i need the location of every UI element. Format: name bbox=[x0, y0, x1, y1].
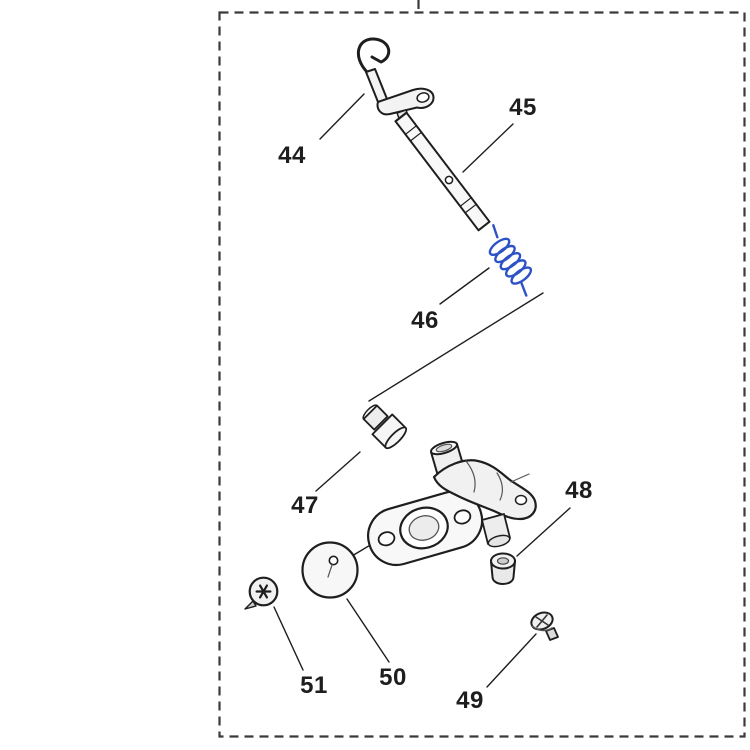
bolt-hole-right bbox=[453, 509, 472, 525]
screw-tip bbox=[244, 600, 257, 610]
leader-line-49 bbox=[486, 633, 537, 688]
border-rect bbox=[218, 11, 746, 738]
part-44-lever bbox=[356, 37, 435, 127]
part-label-47: 47 bbox=[291, 492, 319, 519]
lever-hook bbox=[356, 37, 391, 74]
part-49-screw bbox=[530, 611, 559, 641]
part-label-49: 49 bbox=[456, 687, 484, 714]
main-body-housing bbox=[367, 440, 537, 567]
dashed-border bbox=[218, 0, 746, 738]
part-51-torx-screw bbox=[244, 576, 279, 610]
part-label-45: 45 bbox=[509, 94, 537, 121]
part-48-cup-bushing bbox=[490, 552, 516, 585]
part-label-51: 51 bbox=[300, 672, 328, 699]
housing-block bbox=[432, 459, 537, 521]
leader-line-48 bbox=[516, 507, 571, 557]
leader-line-50 bbox=[346, 598, 390, 663]
phillips-slot bbox=[535, 614, 549, 628]
part-50-disc bbox=[301, 541, 359, 599]
part-label-48: 48 bbox=[565, 477, 593, 504]
disc-hole bbox=[328, 555, 339, 566]
housing-hole bbox=[514, 494, 528, 506]
leader-line-47 bbox=[315, 451, 361, 492]
leader-lines bbox=[273, 93, 571, 688]
bolt-hole-left bbox=[377, 531, 396, 547]
part-label-50: 50 bbox=[379, 664, 407, 691]
part-label-44: 44 bbox=[278, 142, 306, 169]
leader-line-51 bbox=[273, 606, 304, 671]
lever-arm-hole bbox=[416, 92, 430, 103]
torx-recess bbox=[255, 584, 272, 599]
leader-line-44 bbox=[319, 93, 365, 140]
part-45-shaft bbox=[394, 111, 491, 232]
leader-line-46 bbox=[439, 267, 490, 305]
part-label-46: 46 bbox=[411, 307, 439, 334]
spring-coil bbox=[510, 266, 533, 285]
shaft-hole bbox=[444, 175, 454, 185]
part-46-spring bbox=[488, 224, 533, 297]
part-47-bushing bbox=[362, 404, 408, 450]
assembly-axis-line bbox=[368, 292, 544, 402]
leader-line-45 bbox=[462, 123, 514, 173]
